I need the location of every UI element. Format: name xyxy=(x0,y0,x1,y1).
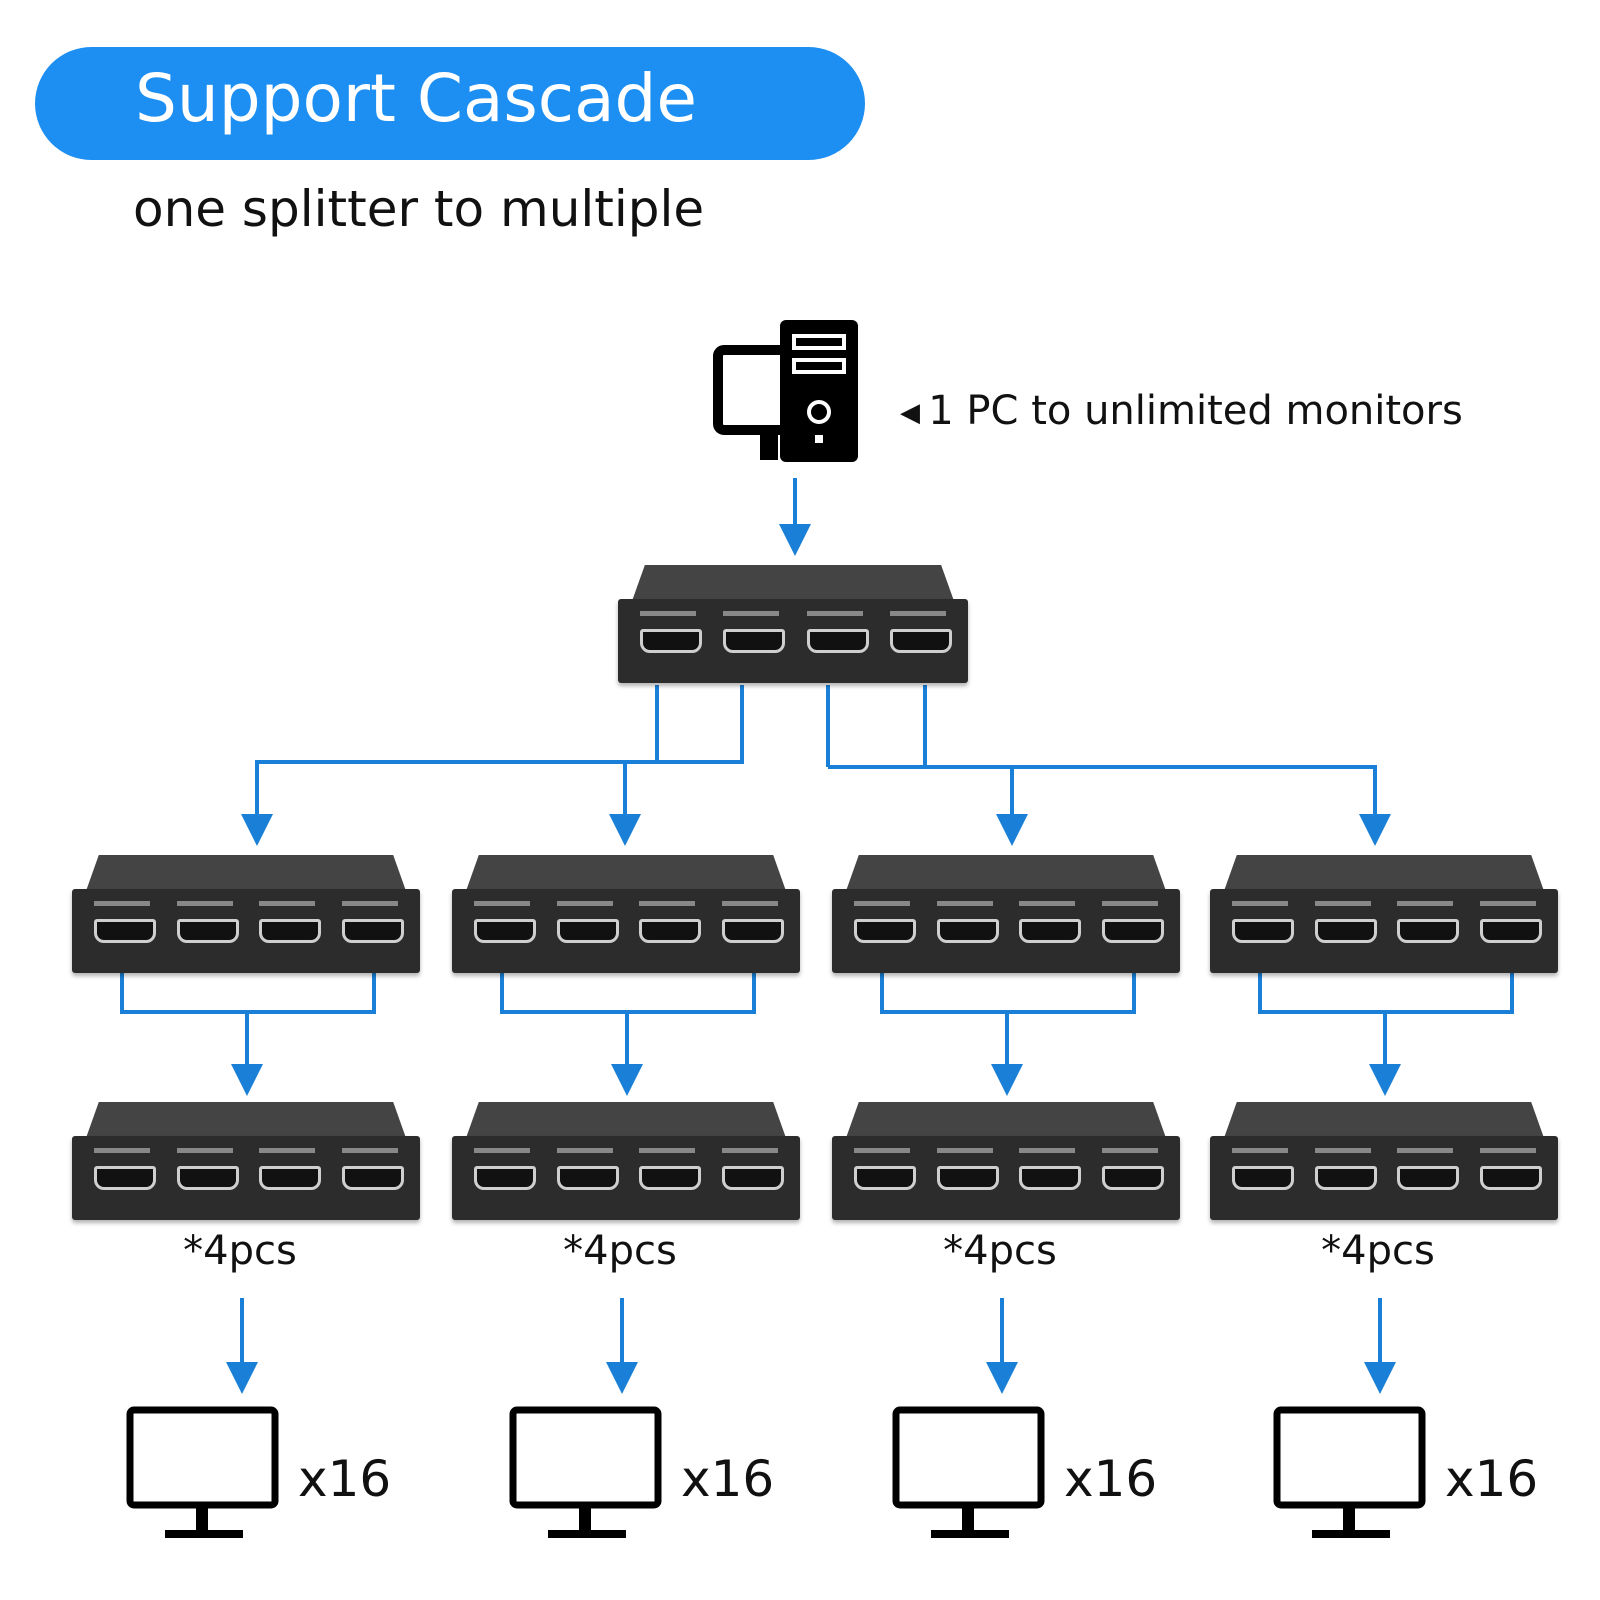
pc-label-text: 1 PC to unlimited monitors xyxy=(928,388,1463,434)
desktop-pc-icon xyxy=(713,320,858,462)
hdmi-output-port xyxy=(723,629,786,653)
hdmi-output-port xyxy=(176,919,239,943)
quantity-label: *4pcs xyxy=(943,1228,1057,1274)
hdmi-output-port xyxy=(854,1166,916,1190)
hdmi-output-port xyxy=(639,1166,702,1190)
monitor-icon xyxy=(126,1406,279,1538)
monitor-count: x16 xyxy=(1064,1450,1158,1508)
hdmi-output-port xyxy=(1102,919,1164,943)
hdmi-output-port xyxy=(640,629,702,653)
connector-line xyxy=(826,685,1375,830)
monitor-icon xyxy=(509,1406,662,1538)
hdmi-output-port xyxy=(1102,1166,1164,1190)
hdmi-output-port xyxy=(936,1166,999,1190)
hdmi-output-port xyxy=(1232,919,1294,943)
connector-lines xyxy=(120,478,1514,1394)
hdmi-output-port xyxy=(890,629,952,653)
hdmi-output-port xyxy=(1397,919,1460,943)
hdmi-output-port xyxy=(722,919,784,943)
hdmi-output-port xyxy=(1314,919,1377,943)
quantity-label: *4pcs xyxy=(183,1228,297,1274)
hdmi-output-port xyxy=(94,919,156,943)
second-tier-splitter xyxy=(832,855,1180,973)
third-tier-splitter xyxy=(1210,1102,1558,1220)
hdmi-output-port xyxy=(259,1166,322,1190)
hdmi-output-port xyxy=(1019,1166,1082,1190)
hdmi-output-port xyxy=(806,629,869,653)
second-tier-splitter xyxy=(452,855,800,973)
hdmi-output-port xyxy=(342,919,404,943)
pc-label: ◀ 1 PC to unlimited monitors xyxy=(900,388,1463,434)
quantity-label: *4pcs xyxy=(563,1228,677,1274)
second-tier-splitter xyxy=(72,855,420,973)
hdmi-output-port xyxy=(1232,1166,1294,1190)
hdmi-output-port xyxy=(342,1166,404,1190)
hdmi-output-port xyxy=(1019,919,1082,943)
hdmi-output-port xyxy=(854,919,916,943)
third-tier-splitter xyxy=(832,1102,1180,1220)
hdmi-output-port xyxy=(722,1166,784,1190)
monitor-count: x16 xyxy=(681,1450,775,1508)
hdmi-output-port xyxy=(556,919,619,943)
hdmi-output-port xyxy=(1314,1166,1377,1190)
hdmi-output-port xyxy=(474,919,536,943)
monitor-count: x16 xyxy=(298,1450,392,1508)
monitors xyxy=(126,1406,1426,1538)
quantity-label: *4pcs xyxy=(1321,1228,1435,1274)
hdmi-output-port xyxy=(556,1166,619,1190)
second-tier-splitter xyxy=(1210,855,1558,973)
hdmi-output-port xyxy=(176,1166,239,1190)
hdmi-output-port xyxy=(259,919,322,943)
hdmi-output-port xyxy=(936,919,999,943)
left-triangle-icon: ◀ xyxy=(900,398,929,428)
hdmi-output-port xyxy=(474,1166,536,1190)
hdmi-output-port xyxy=(1397,1166,1460,1190)
monitor-count: x16 xyxy=(1445,1450,1539,1508)
third-tier-splitter xyxy=(72,1102,420,1220)
third-tier-splitter xyxy=(452,1102,800,1220)
main-splitter xyxy=(618,565,968,683)
monitor-icon xyxy=(892,1406,1045,1538)
hdmi-output-port xyxy=(1480,1166,1542,1190)
title: Support Cascade xyxy=(135,60,698,137)
hdmi-output-port xyxy=(639,919,702,943)
connector-line xyxy=(257,685,744,830)
hdmi-output-port xyxy=(1480,919,1542,943)
title-banner xyxy=(35,47,865,160)
subtitle: one splitter to multiple xyxy=(133,180,705,238)
hdmi-output-port xyxy=(94,1166,156,1190)
monitor-icon xyxy=(1273,1406,1426,1538)
